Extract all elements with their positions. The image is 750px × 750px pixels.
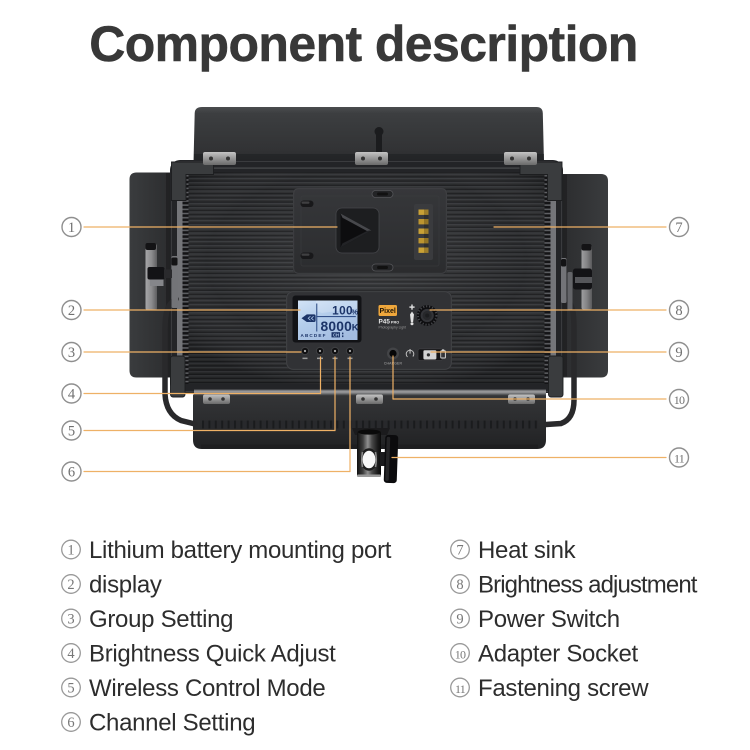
svg-text:6: 6	[68, 465, 75, 481]
svg-text:Brightness adjustment: Brightness adjustment	[478, 572, 698, 599]
svg-text:100: 100	[332, 304, 353, 318]
svg-text:Group Setting: Group Setting	[89, 606, 233, 633]
svg-text:K: K	[352, 323, 359, 334]
svg-text:8: 8	[675, 303, 682, 319]
svg-text:%: %	[351, 307, 358, 316]
svg-text:Channel Setting: Channel Setting	[89, 710, 255, 737]
svg-text:Power Switch: Power Switch	[478, 606, 620, 633]
svg-text:3: 3	[67, 612, 74, 628]
svg-text:8: 8	[456, 577, 463, 593]
svg-text:1: 1	[68, 220, 75, 236]
svg-text:Photography Light: Photography Light	[379, 326, 407, 330]
svg-text:Lithium battery mounting port: Lithium battery mounting port	[89, 537, 392, 564]
svg-text:10: 10	[674, 393, 685, 407]
svg-text:Adapter Socket: Adapter Socket	[478, 641, 639, 668]
svg-text:9: 9	[675, 345, 682, 361]
svg-text:2: 2	[67, 577, 74, 593]
svg-text:7: 7	[456, 543, 463, 559]
svg-text:4: 4	[67, 646, 75, 662]
svg-text:2: 2	[68, 303, 75, 319]
svg-text:display: display	[89, 572, 162, 599]
svg-text:5: 5	[68, 424, 75, 440]
svg-text:3: 3	[68, 345, 75, 361]
svg-text:4: 4	[68, 387, 76, 403]
svg-text:7: 7	[675, 220, 682, 236]
svg-text:Brightness Quick Adjust: Brightness Quick Adjust	[89, 641, 336, 668]
svg-text:CH: CH	[333, 332, 339, 337]
svg-text:Wireless Control Mode: Wireless Control Mode	[89, 675, 325, 702]
svg-text:8000: 8000	[321, 319, 353, 334]
svg-text:5: 5	[67, 681, 74, 697]
svg-text:11: 11	[455, 682, 466, 696]
svg-text:10: 10	[455, 647, 466, 661]
svg-text:Fastening screw: Fastening screw	[478, 675, 649, 702]
svg-text:Heat sink: Heat sink	[478, 537, 577, 564]
svg-text:9: 9	[456, 612, 463, 628]
svg-text:6: 6	[67, 715, 74, 731]
svg-text:Pixel: Pixel	[380, 308, 396, 315]
svg-text:P45 PRO: P45 PRO	[379, 318, 400, 325]
svg-text:1: 1	[67, 543, 74, 559]
svg-text:11: 11	[674, 451, 685, 465]
svg-text:ABCDEF: ABCDEF	[301, 333, 327, 338]
svg-text:Component description: Component description	[89, 16, 638, 72]
